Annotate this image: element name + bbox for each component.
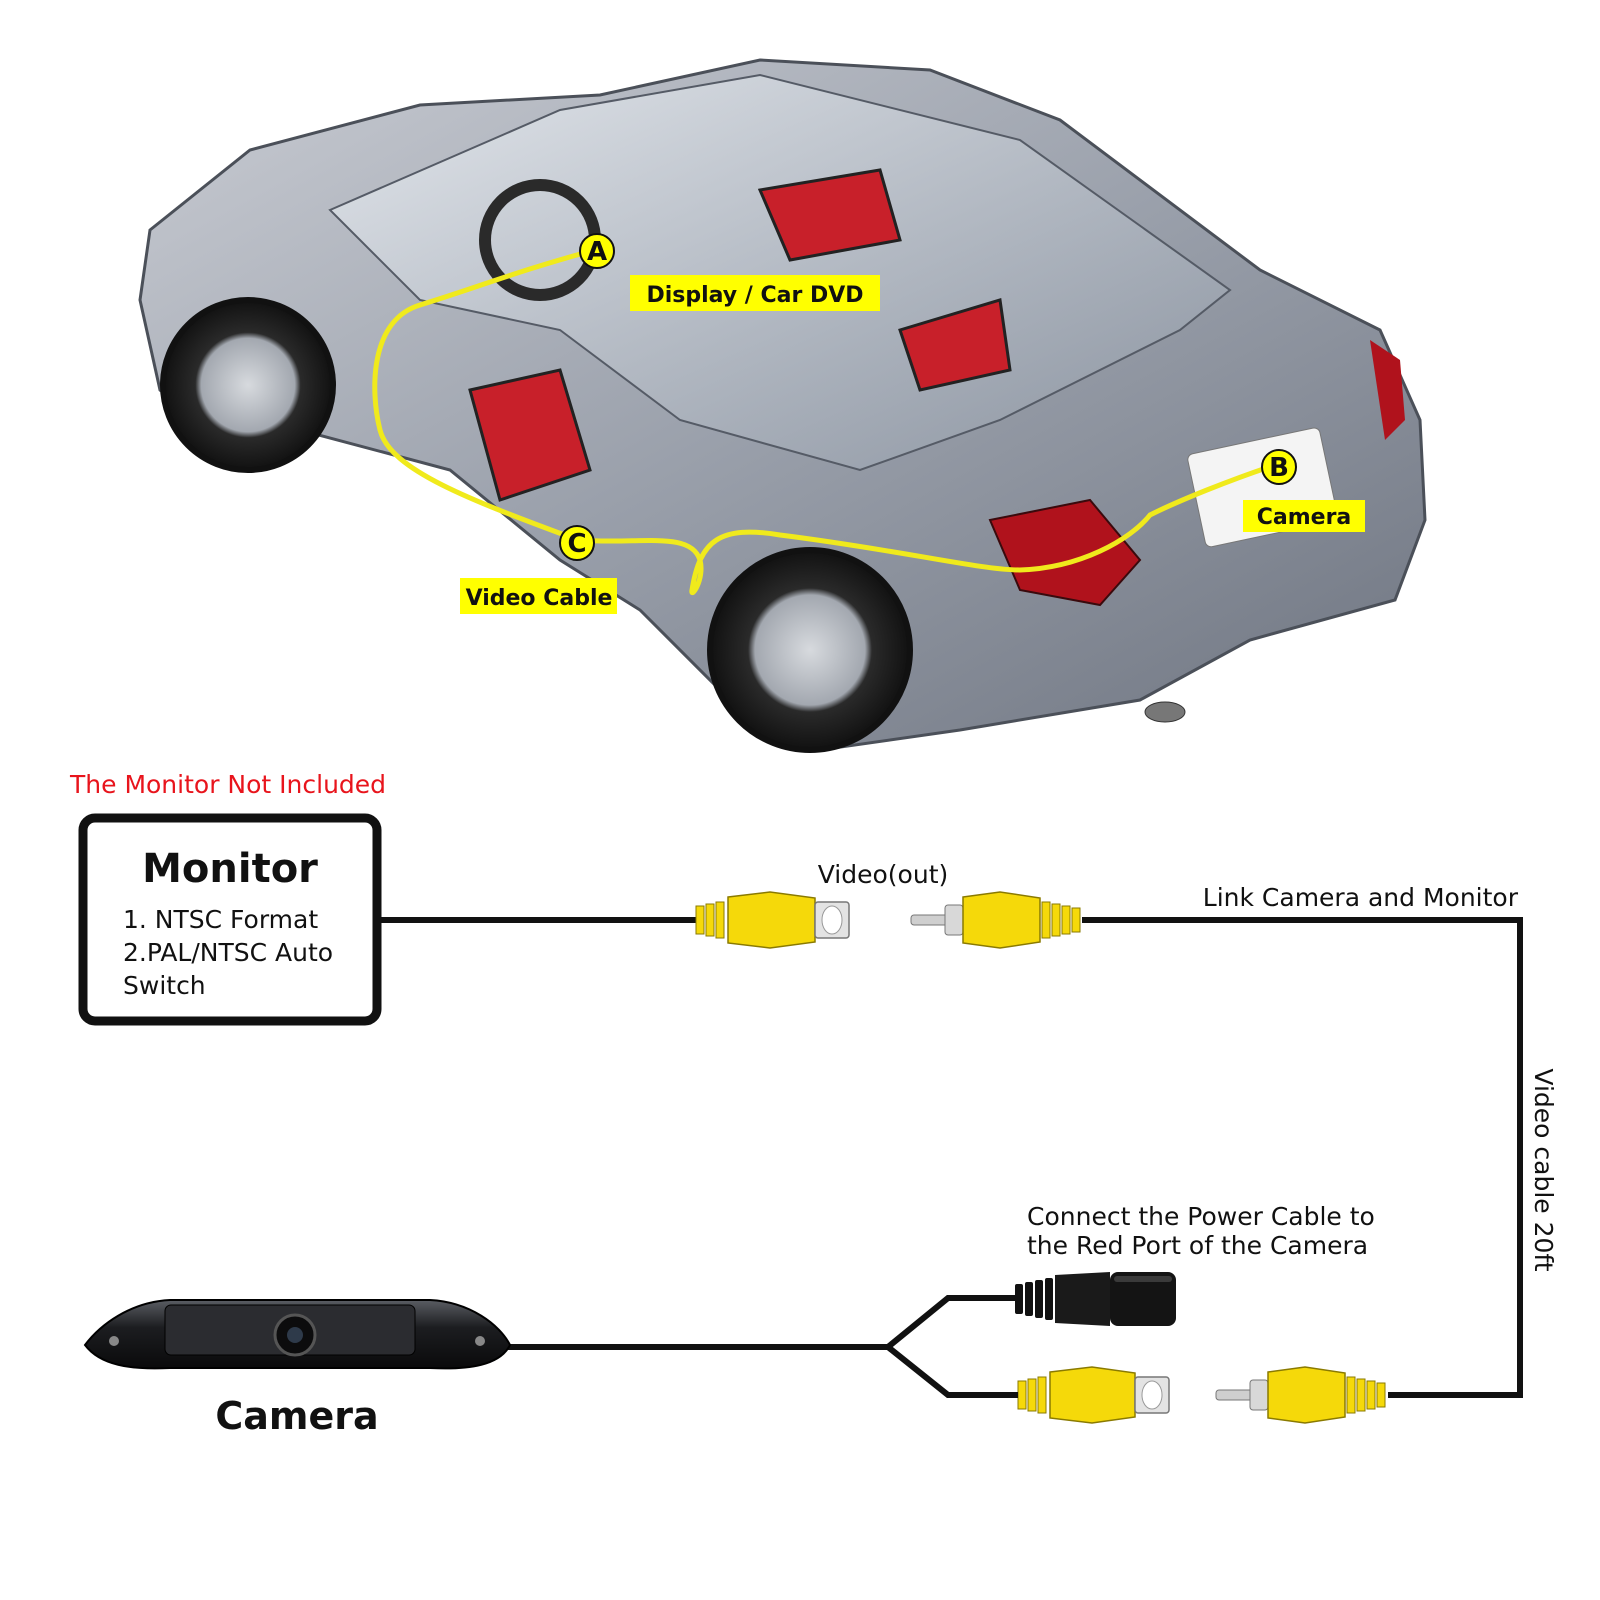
exhaust-pipe [1144, 701, 1186, 723]
car-cable-route [372, 247, 1276, 595]
link-cable [1082, 917, 1523, 1398]
video-cable-length-label: Video cable 20ft [1529, 1068, 1558, 1271]
front-wheel [160, 297, 336, 473]
callout-camera: Camera [1243, 500, 1365, 532]
camera-title: Camera [215, 1394, 378, 1438]
camera-cable [505, 1295, 1015, 1350]
rca-male-link [910, 891, 1081, 949]
rear-wheel [707, 547, 913, 753]
link-label: Link Camera and Monitor [1203, 883, 1519, 912]
monitor-line-1: 1. NTSC Format [123, 905, 318, 934]
monitor-line-3: Switch [123, 971, 206, 1000]
marker-b: B [1261, 449, 1297, 485]
seat-rear [757, 168, 902, 262]
marker-a-letter: A [587, 237, 607, 267]
monitor-not-included-note: The Monitor Not Included [69, 770, 386, 799]
marker-c: C [559, 525, 595, 561]
marker-b-letter: B [1269, 453, 1289, 483]
video-out-label: Video(out) [818, 860, 949, 889]
power-connector [1015, 1272, 1176, 1326]
callout-display-label: Display / Car DVD [646, 283, 863, 308]
camera-unit [83, 1299, 512, 1370]
monitor-box: Monitor 1. NTSC Format 2.PAL/NTSC Auto S… [78, 813, 382, 1026]
marker-a: A [579, 233, 615, 269]
callout-camera-label: Camera [1257, 505, 1352, 530]
power-note-line-1: Connect the Power Cable to [1027, 1202, 1375, 1231]
monitor-title: Monitor [142, 846, 318, 892]
callout-video-cable: Video Cable [460, 578, 617, 614]
tail-light [988, 498, 1142, 607]
monitor-line-2: 2.PAL/NTSC Auto [123, 938, 333, 967]
power-note-line-2: the Red Port of the Camera [1027, 1231, 1368, 1260]
tail-light-right [1370, 340, 1405, 440]
marker-c-letter: C [567, 529, 586, 559]
camera-cable-video-branch [886, 1344, 1018, 1398]
rca-female-monitor [695, 891, 850, 949]
seat-front [468, 368, 592, 502]
car-illustration: A Display / Car DVD B Camera C Video Cab… [138, 58, 1427, 753]
callout-display: Display / Car DVD [630, 275, 880, 311]
seat-rear-2 [898, 298, 1012, 392]
rca-male-bottom [1215, 1366, 1386, 1424]
rca-female-camera [1017, 1366, 1170, 1424]
callout-video-cable-label: Video Cable [466, 586, 613, 611]
